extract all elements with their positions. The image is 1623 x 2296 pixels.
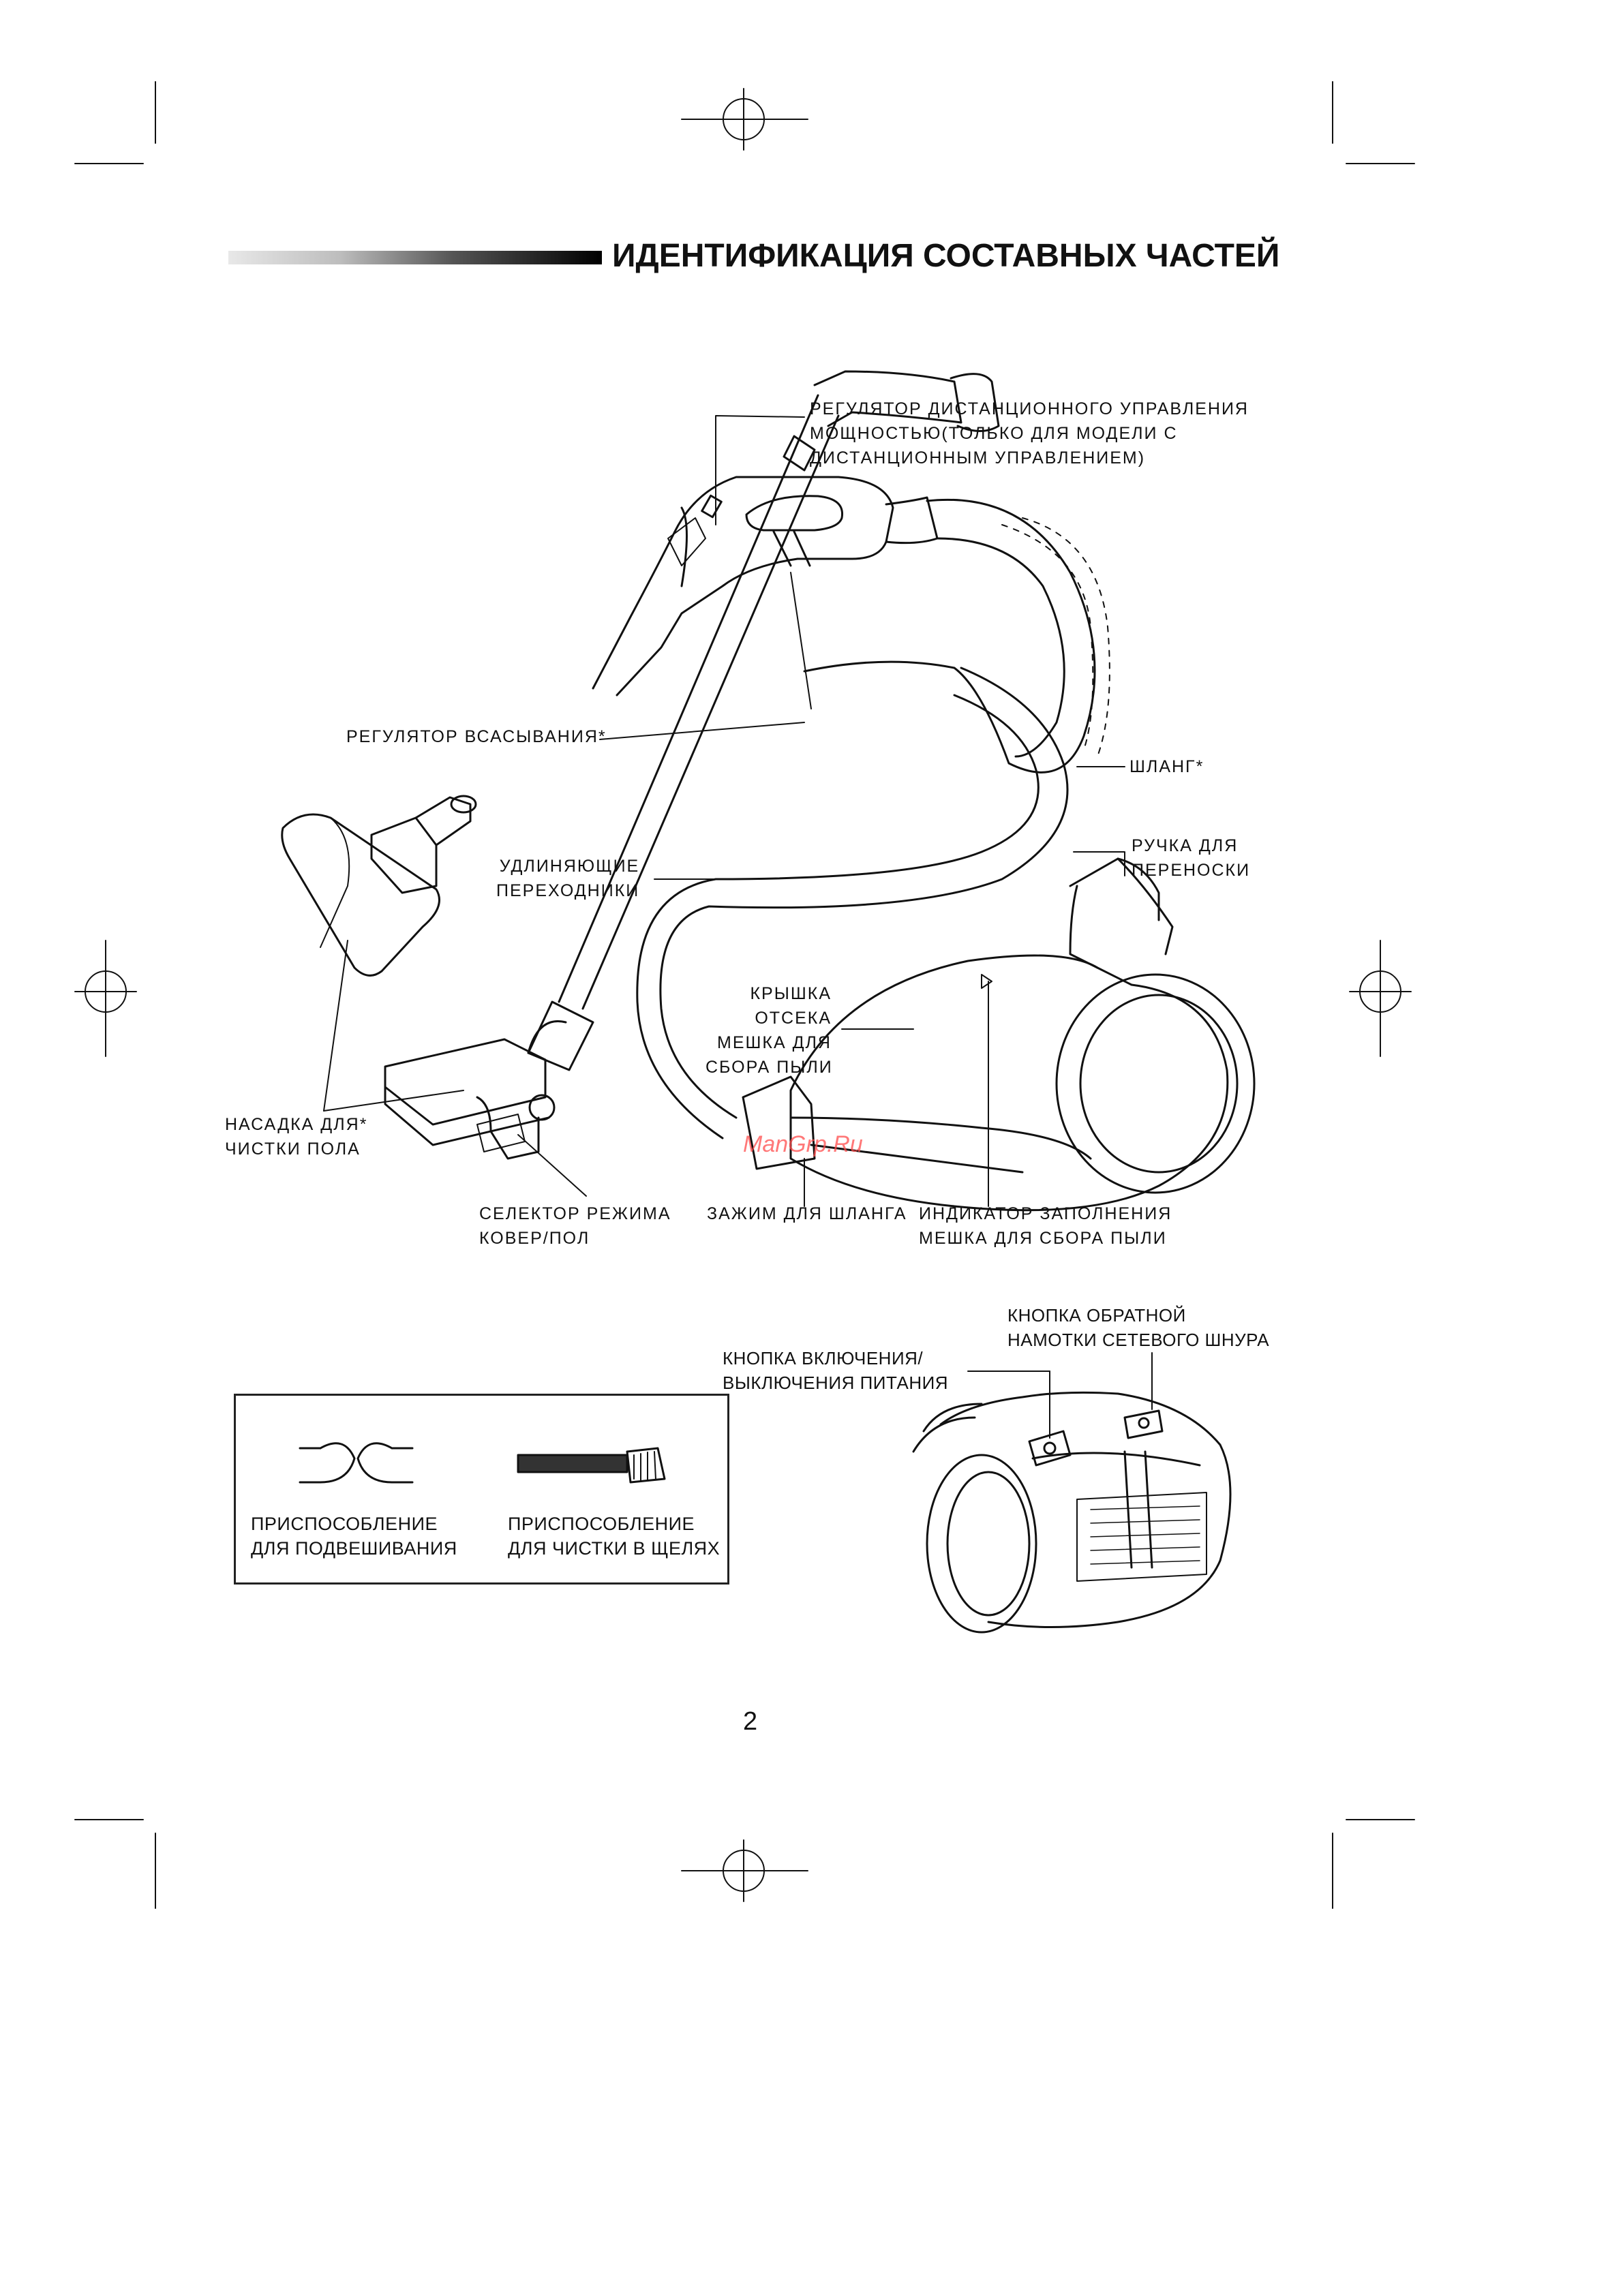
label-crevice-tool: ПРИСПОСОБЛЕНИЕ ДЛЯ ЧИСТКИ В ЩЕЛЯХ bbox=[508, 1514, 721, 1559]
hose bbox=[636, 498, 1110, 1139]
alt-nozzle bbox=[281, 795, 477, 977]
registration-marks bbox=[74, 81, 1415, 1909]
label-hose: ШЛАНГ* bbox=[1129, 757, 1204, 776]
label-power-button: КНОПКА ВКЛЮЧЕНИЯ/ ВЫКЛЮЧЕНИЯ ПИТАНИЯ bbox=[723, 1348, 949, 1393]
hanger-clip-icon bbox=[299, 1442, 414, 1484]
crevice-tool-icon bbox=[517, 1447, 666, 1484]
label-carry-handle: РУЧКА ДЛЯ ПЕРЕНОСКИ bbox=[1132, 836, 1251, 880]
label-dust-cover: КРЫШКА ОТСЕКА МЕШКА ДЛЯ СБОРА ПЫЛИ bbox=[706, 984, 833, 1077]
page-title: ИДЕНТИФИКАЦИЯ СОСТАВНЫХ ЧАСТЕЙ bbox=[612, 238, 1280, 274]
floor-nozzle bbox=[384, 1020, 567, 1160]
title-rule bbox=[228, 251, 602, 264]
main-handle bbox=[592, 476, 939, 697]
label-extension-tubes: УДЛИНЯЮЩИЕ ПЕРЕХОДНИКИ bbox=[496, 857, 640, 900]
extension-tubes bbox=[527, 370, 1000, 1071]
leader-lines bbox=[323, 415, 1125, 1207]
label-cord-rewind: КНОПКА ОБРАТНОЙ НАМОТКИ СЕТЕВОГО ШНУРА bbox=[1007, 1305, 1270, 1350]
rear-view bbox=[912, 1352, 1232, 1634]
label-hanger: ПРИСПОСОБЛЕНИЕ ДЛЯ ПОДВЕШИВАНИЯ bbox=[251, 1514, 457, 1559]
page-number: 2 bbox=[743, 1707, 758, 1736]
accessories-box bbox=[234, 1394, 729, 1585]
watermark: ManGrp.Ru bbox=[743, 1131, 863, 1157]
label-mode-selector: СЕЛЕКТОР РЕЖИМА КОВЕР/ПОЛ bbox=[479, 1204, 671, 1248]
label-fill-indicator: ИНДИКАТОР ЗАПОЛНЕНИЯ МЕШКА ДЛЯ СБОРА ПЫЛ… bbox=[919, 1204, 1172, 1248]
label-floor-nozzle: НАСАДКА ДЛЯ* ЧИСТКИ ПОЛА bbox=[225, 1115, 368, 1159]
label-remote-control: РЕГУЛЯТОР ДИСТАНЦИОННОГО УПРАВЛЕНИЯ МОЩН… bbox=[810, 399, 1249, 468]
vacuum-body bbox=[742, 857, 1256, 1212]
label-hose-clamp: ЗАЖИМ ДЛЯ ШЛАНГА bbox=[707, 1204, 907, 1223]
label-suction-regulator: РЕГУЛЯТОР ВСАСЫВАНИЯ* bbox=[346, 727, 607, 746]
